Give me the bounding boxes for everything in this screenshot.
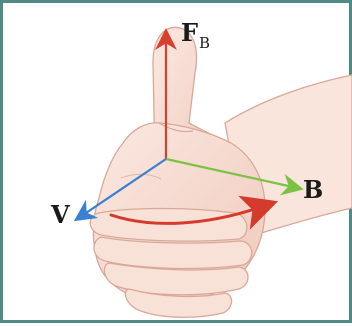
right-hand-rule-diagram: F B B V bbox=[3, 3, 352, 326]
force-label: F bbox=[181, 18, 198, 47]
field-label: B bbox=[303, 175, 323, 204]
velocity-label: V bbox=[50, 200, 70, 229]
force-subscript-label: B bbox=[199, 34, 210, 52]
thumbs-up-hand-icon bbox=[90, 27, 352, 317]
